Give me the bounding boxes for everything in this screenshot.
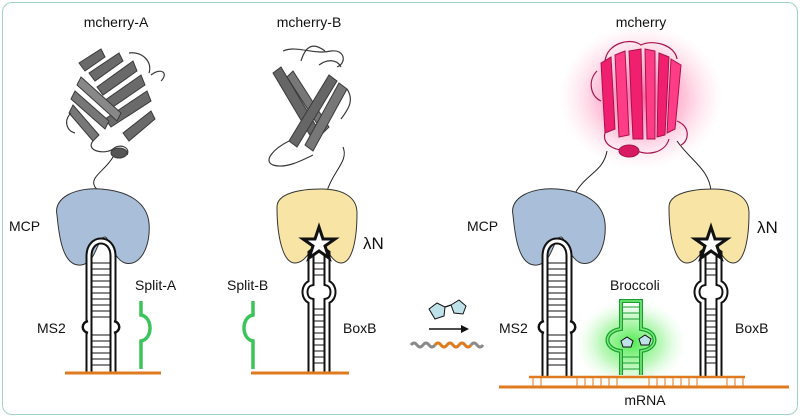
mrna-inset-icon xyxy=(409,341,485,349)
linker-mcp xyxy=(572,150,608,198)
mcherry-b-protein xyxy=(268,45,351,167)
mrna-strand xyxy=(499,375,789,389)
label-mcherry-a: mcherry-A xyxy=(84,14,149,30)
label-split-a: Split-A xyxy=(135,277,177,293)
label-boxb-left: BoxB xyxy=(343,320,376,336)
label-mcp-right: MCP xyxy=(467,218,498,234)
ms2-hairpin-right xyxy=(537,237,577,377)
split-a-strand xyxy=(139,301,152,369)
panel-assembled: mcherry MCP λN xyxy=(467,14,789,408)
split-b-strand xyxy=(242,301,255,369)
mcp-protein-right xyxy=(512,188,606,266)
label-mcherry-b: mcherry-B xyxy=(277,14,342,30)
lambda-n-protein-right xyxy=(668,188,750,264)
label-ms2-left: MS2 xyxy=(37,320,66,336)
label-mcp-left: MCP xyxy=(9,218,40,234)
label-lambda-n-left: λN xyxy=(363,234,384,253)
label-split-b: Split-B xyxy=(227,277,268,293)
label-ms2-right: MS2 xyxy=(499,320,528,336)
linker-lambda-n xyxy=(676,140,712,192)
panel-split-a: mcherry-A MCP xyxy=(9,14,177,375)
broccoli-aptamer xyxy=(605,299,657,375)
dfhbi-dye-icon xyxy=(428,299,467,320)
linker-b xyxy=(326,146,345,192)
boxb-hairpin-right xyxy=(690,222,732,377)
panel-split-b: mcherry-B λN xyxy=(227,14,384,375)
mcherry-protein xyxy=(590,40,688,158)
mcp-protein-left xyxy=(56,188,150,266)
ms2-hairpin-left xyxy=(81,237,121,373)
label-broccoli: Broccoli xyxy=(610,277,660,293)
reaction-arrow-group xyxy=(409,299,485,349)
arrow-right-icon xyxy=(429,325,469,333)
label-mrna: mRNA xyxy=(624,392,666,408)
lambda-n-protein-left xyxy=(276,188,358,264)
label-boxb-right: BoxB xyxy=(735,320,768,336)
schematic-diagram: mcherry-A MCP xyxy=(9,14,789,408)
label-lambda-n-right: λN xyxy=(757,218,778,237)
mcherry-a-protein xyxy=(66,48,165,159)
boxb-hairpin-left xyxy=(298,222,340,373)
